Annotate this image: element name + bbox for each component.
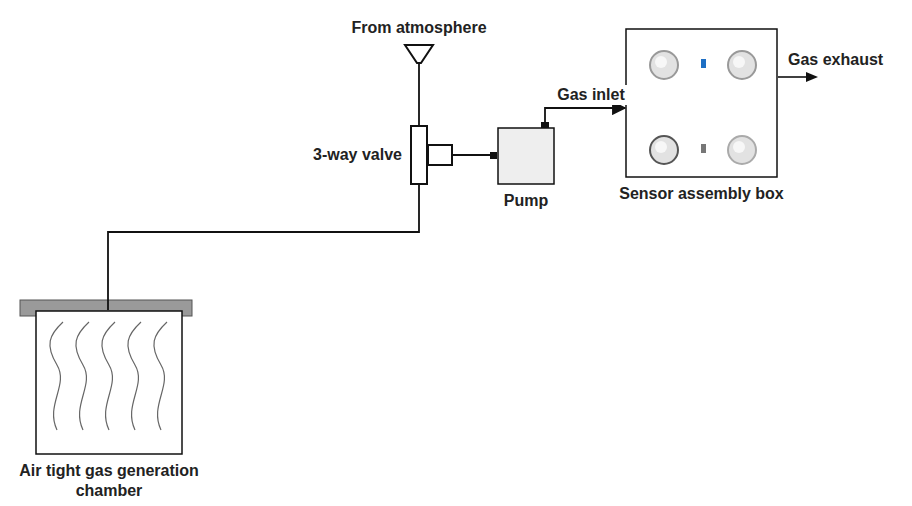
node-label: 3-way valve [313,145,402,165]
valve-body-outline [410,125,428,185]
gas-sensor [650,136,678,164]
pipe-connector [418,64,420,125]
pump-box: Pump [497,127,555,185]
node-label: From atmosphere [351,18,486,38]
funnel-inlet: From atmosphere [404,44,434,64]
sensor-highlight [733,56,745,68]
pipe-connector [545,108,625,122]
sensor-highlight [655,56,667,68]
sensor-box: Sensor assembly box [625,28,778,178]
sensor-highlight [655,141,667,153]
sensor-box-outline [625,28,778,178]
valve-outline [411,126,427,184]
pipe-connector [452,154,497,156]
gas-sensor [728,136,756,164]
funnel-outline [405,45,433,63]
exhaust-line [778,76,808,78]
node-label: Air tight gas generation chamber [9,461,209,501]
chamber-box-outline [35,310,183,455]
pump-outline [498,128,554,184]
funnel-inlet-outline [404,44,434,64]
valve-body: 3-way valve [410,125,428,185]
port-label: Gas exhaust [786,50,885,70]
gas-wave [128,322,141,430]
indicator-blue [701,59,706,68]
gas-wave [102,322,115,430]
exhaust-arrowhead [806,72,818,82]
valve-port [428,145,452,165]
sensor-highlight [733,141,745,153]
sensor-box-outline [626,29,777,177]
pump-outlet-dot [541,122,549,128]
node-label: Sensor assembly box [619,184,784,204]
chamber-box: Air tight gas generation chamber [35,310,183,455]
pipe-connector [108,185,419,310]
indicator-grey [701,144,706,153]
edge-label: Gas inlet [555,85,627,105]
gas-wave [76,322,89,430]
pump-box-outline [497,127,555,185]
gas-wave [50,322,63,430]
gas-sensor [650,51,678,79]
chamber-outline [36,311,182,454]
node-label: Pump [504,191,548,211]
gas-sensor [728,51,756,79]
gas-wave [154,322,167,430]
